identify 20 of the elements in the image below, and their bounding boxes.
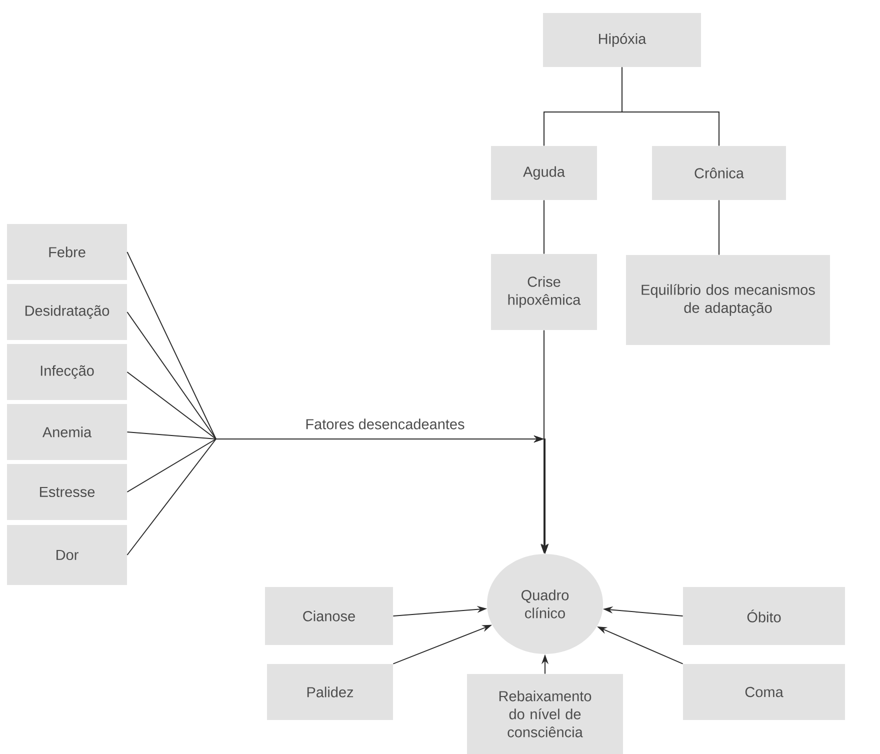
process-box: Anemia xyxy=(7,404,127,460)
process-box: Coma xyxy=(683,664,845,720)
process-box: Febre xyxy=(7,224,127,280)
process-box: Infecção xyxy=(7,344,127,400)
connector-line xyxy=(718,200,720,256)
ellipse-node: Quadro clínico xyxy=(487,554,603,654)
process-box: Palidez xyxy=(267,664,393,720)
process-box: Crônica xyxy=(652,146,786,200)
process-box: Estresse xyxy=(7,464,127,520)
process-box: Aguda xyxy=(491,146,597,200)
process-box: Óbito xyxy=(683,587,845,645)
process-box: Equilíbrio dos mecanismos de adaptação xyxy=(626,255,830,345)
process-box: Hipóxia xyxy=(543,13,701,67)
process-box: Desidratação xyxy=(7,284,127,340)
process-box: Rebaixamento do nível de consciência xyxy=(467,674,623,754)
process-box: Dor xyxy=(7,525,127,585)
process-box: Cianose xyxy=(265,587,393,645)
trunk-label: Fatores desencadeantes xyxy=(306,418,464,430)
connector-line xyxy=(622,66,720,146)
process-box: Crise hipoxêmica xyxy=(491,254,597,330)
